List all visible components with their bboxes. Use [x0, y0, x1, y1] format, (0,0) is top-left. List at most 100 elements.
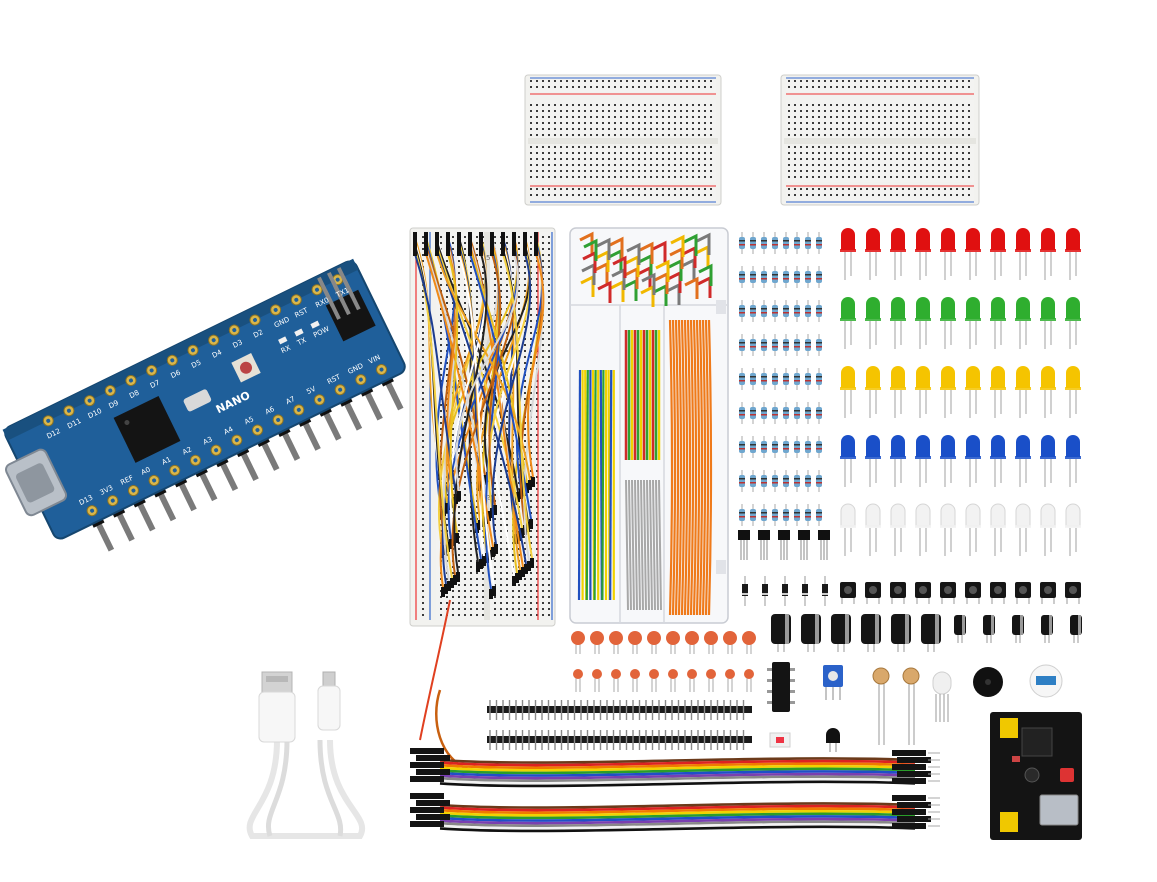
jumper-wire-tip [490, 248, 494, 256]
led [866, 366, 880, 388]
jumper-wire-tip [478, 520, 482, 530]
status-led [278, 336, 288, 345]
pin-label-bottom: A6 [264, 405, 276, 416]
pin-label-bottom: A5 [243, 415, 255, 426]
ceramic-capacitor [725, 669, 735, 679]
resistor-assortment [739, 232, 822, 526]
led [991, 297, 1005, 319]
dupont-connector [416, 769, 450, 775]
ribbon-wire [439, 759, 916, 767]
jumper-wire-tip [449, 539, 453, 549]
led-rim [865, 525, 881, 528]
jumper-wire-kit-box [569, 227, 729, 624]
resistor-band [783, 478, 789, 480]
resistor [794, 339, 800, 351]
resistor-band [772, 478, 778, 480]
pin-hole [172, 468, 177, 473]
resistor-band [750, 346, 756, 348]
precut-jumper-wire [668, 319, 674, 616]
diode-band [822, 593, 828, 595]
led-rim [865, 456, 881, 459]
transistor [758, 530, 770, 540]
led [941, 435, 955, 457]
resistor-band [794, 478, 800, 480]
resistor-band [772, 414, 778, 416]
resistor [805, 509, 811, 521]
resistor [739, 373, 745, 385]
push-button-cap [894, 586, 902, 594]
led-rim [940, 387, 956, 390]
ceramic-capacitor [611, 669, 621, 679]
diode [782, 584, 788, 596]
ribbon-wire [439, 809, 916, 817]
resistor [794, 475, 800, 487]
resistor [739, 339, 745, 351]
resistor-band [750, 278, 756, 280]
resistor [805, 373, 811, 385]
jumper-wire [436, 241, 519, 493]
resistor-band [816, 478, 822, 480]
led-rim [890, 318, 906, 321]
jumper-wire-tip [413, 248, 417, 256]
header-pin [279, 427, 301, 461]
resistor [805, 271, 811, 283]
led-rim [1040, 525, 1056, 528]
resistor [805, 305, 811, 317]
led [1016, 297, 1030, 319]
resistor-band [816, 516, 822, 518]
pin-hole [108, 388, 113, 393]
ribbon-wire [439, 804, 916, 812]
header-pin [93, 518, 115, 552]
pin-label-top: D3 [232, 338, 244, 350]
resistor-band [772, 244, 778, 246]
ceramic-capacitor [742, 631, 756, 645]
status-led [294, 328, 304, 337]
transistor [738, 530, 750, 540]
jumper-wire-tip [534, 248, 538, 256]
ceramic-capacitor [609, 631, 623, 645]
jumper-wire [488, 253, 502, 506]
status-led-label: TX [295, 336, 308, 348]
diode-band [762, 593, 768, 595]
led-rim [890, 456, 906, 459]
capacitor-stripe [875, 614, 879, 644]
led-rim [990, 387, 1006, 390]
resistor-band [772, 312, 778, 314]
dupont-connector [410, 748, 444, 754]
pin-label-top: D9 [107, 399, 119, 411]
piezo-disc [1029, 664, 1063, 698]
precut-jumper-wire [646, 479, 650, 611]
led-rim [865, 318, 881, 321]
transistor [798, 530, 810, 540]
resistor-band [794, 274, 800, 276]
resistor-band [805, 376, 811, 378]
transistor [778, 530, 790, 540]
resistor-band [783, 410, 789, 412]
resistor-band [794, 516, 800, 518]
pin-hole [193, 458, 198, 463]
diode [802, 584, 808, 596]
precut-jumper-wire [609, 369, 613, 601]
led [1041, 228, 1055, 250]
dupont-connector [416, 800, 450, 806]
precut-jumper-wire [652, 240, 667, 263]
resistor [750, 271, 756, 283]
resistor [761, 373, 767, 385]
jumper-wire [491, 253, 532, 545]
resistor [739, 475, 745, 487]
pin-hole [46, 418, 51, 423]
jumper-wire-tip [530, 558, 534, 568]
led-rim [915, 387, 931, 390]
precut-jumper-wire [634, 479, 638, 611]
led-rim [840, 525, 856, 528]
diode [822, 584, 828, 596]
precut-jumper-wire [684, 276, 699, 299]
precut-jumper-wire [692, 319, 698, 616]
usb-cable [246, 671, 365, 839]
resistor-band [794, 312, 800, 314]
ribbon-wire [439, 822, 916, 830]
precut-jumper-wire [677, 319, 683, 616]
resistor-band [761, 342, 767, 344]
resistor-band [783, 312, 789, 314]
precut-jumper-wire [704, 319, 710, 616]
